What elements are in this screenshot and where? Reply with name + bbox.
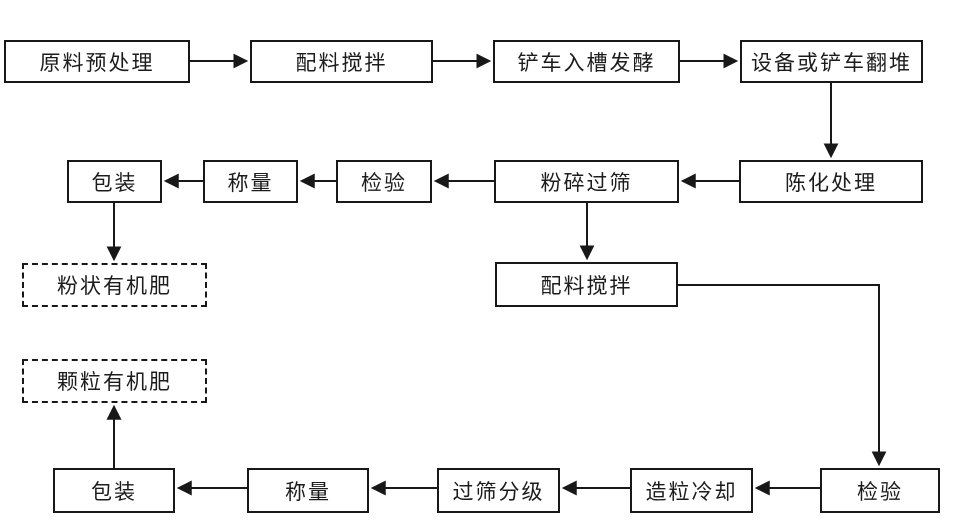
node-loader-trough-fermentation: 铲车入槽发酵 [493, 40, 680, 83]
node-granulation-cooling: 造粒冷却 [630, 468, 753, 513]
node-inspection-mid: 检验 [336, 160, 432, 203]
node-weighing-bottom: 称量 [247, 468, 369, 513]
node-sieving-grading: 过筛分级 [437, 468, 560, 513]
node-powder-organic-fertilizer: 粉状有机肥 [22, 263, 207, 307]
node-aging-treatment: 陈化处理 [739, 160, 923, 203]
node-granular-organic-fertilizer: 颗粒有机肥 [22, 359, 207, 403]
node-raw-material-pretreatment: 原料预处理 [4, 40, 190, 83]
node-weighing-mid: 称量 [203, 160, 298, 203]
edge-mixing-mid-to-inspection-bottom [678, 284, 887, 467]
node-ingredient-mixing-top: 配料搅拌 [250, 40, 433, 83]
node-packaging-mid: 包装 [67, 160, 162, 203]
node-inspection-bottom: 检验 [820, 468, 940, 513]
node-packaging-bottom: 包装 [53, 468, 175, 513]
node-equipment-loader-turning: 设备或铲车翻堆 [740, 40, 923, 83]
node-ingredient-mixing-mid: 配料搅拌 [495, 262, 678, 307]
node-crushing-sieving: 粉碎过筛 [494, 160, 679, 203]
